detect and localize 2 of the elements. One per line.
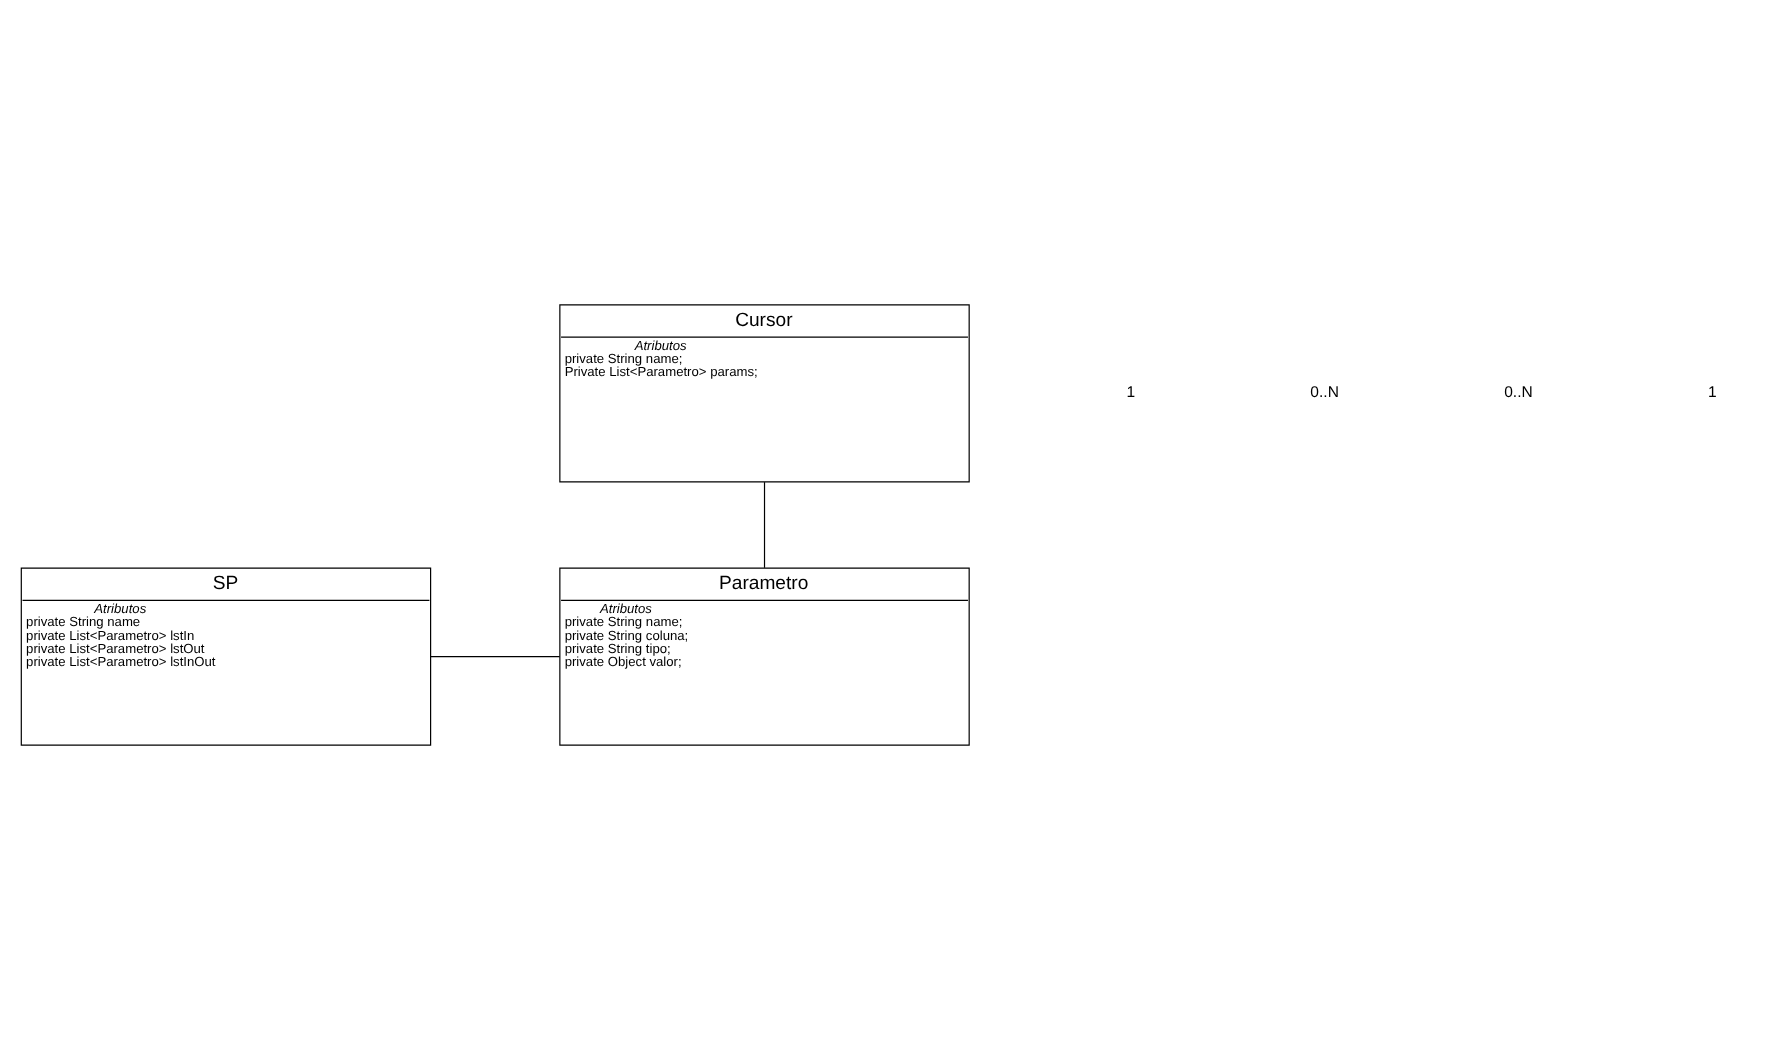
connector [763,480,766,568]
connector [430,655,561,657]
